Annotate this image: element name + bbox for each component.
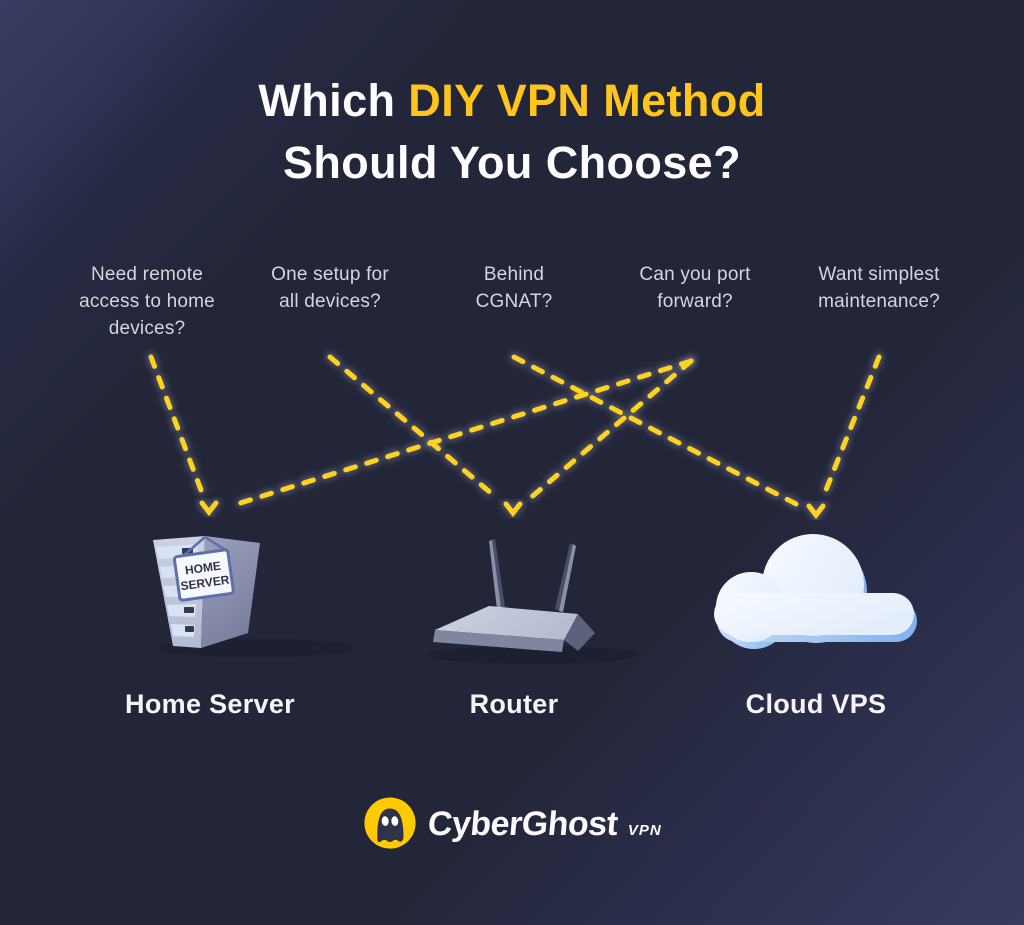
connector-dash-layer xyxy=(148,354,882,520)
router-shadow xyxy=(428,646,638,664)
connector-behind-cgnat-to-cloud-vps xyxy=(511,354,801,508)
arrowhead-home-server xyxy=(199,500,219,517)
page-title: Which DIY VPN Method Should You Choose? xyxy=(0,70,1024,194)
cloud-icon xyxy=(714,534,917,649)
connector-port-forward-to-router xyxy=(525,358,694,503)
arrowhead-router xyxy=(501,499,525,522)
question-need-remote-access: Need remote access to home devices? xyxy=(79,264,215,339)
question-one-setup: One setup for all devices? xyxy=(271,264,389,312)
router-antenna-left-highlight xyxy=(489,540,501,609)
router-icon xyxy=(428,539,638,664)
title-line1-highlight: DIY VPN Method xyxy=(408,75,766,126)
cloud-body xyxy=(714,534,914,642)
home-server-sign: HOME SERVER xyxy=(172,548,235,602)
question-port-forward: Can you port forward? xyxy=(639,264,751,312)
ghost-eyes xyxy=(381,816,399,826)
label-cloud-vps: Cloud VPS xyxy=(745,689,887,719)
title-line-2: Should You Choose? xyxy=(282,137,741,188)
router-front-face xyxy=(433,630,564,652)
router-side-face xyxy=(564,614,595,651)
logo-vpn-text: VPN xyxy=(627,822,662,839)
connector-simplest-maintenance-to-cloud-vps xyxy=(819,354,882,503)
arrowhead-cloud-vps xyxy=(804,501,828,524)
sign-text-line1: HOME xyxy=(184,559,222,578)
router-antenna-right-highlight xyxy=(559,544,576,612)
question-behind-cgnat: Behind CGNAT? xyxy=(475,264,553,312)
arrowhead-router xyxy=(503,501,523,518)
connector-glow-layer xyxy=(146,352,884,524)
arrowhead-home-server xyxy=(197,498,221,521)
title-line1-prefix: Which xyxy=(258,75,409,126)
connector-need-remote-access-to-home-server xyxy=(146,352,209,503)
home-server-icon: HOME SERVER xyxy=(153,535,356,657)
router-top-face xyxy=(435,606,578,640)
sign-text-line2: SERVER xyxy=(180,573,231,594)
label-home-server: Home Server xyxy=(125,689,295,719)
connector-one-setup-to-router xyxy=(327,354,501,502)
connector-simplest-maintenance-to-cloud-vps xyxy=(817,352,884,505)
cyberghost-ghost-icon xyxy=(364,797,416,849)
question-simplest-maintenance: Want simplest maintenance? xyxy=(818,264,940,312)
connector-one-setup-to-router xyxy=(325,352,503,504)
connector-port-forward-to-router xyxy=(523,356,696,505)
connector-behind-cgnat-to-cloud-vps xyxy=(509,352,803,510)
connector-port-forward-to-home-server xyxy=(228,358,694,509)
connector-need-remote-access-to-home-server xyxy=(148,354,207,501)
arrowhead-cloud-vps xyxy=(806,503,826,520)
cyberghost-logo: CyberGhost VPN xyxy=(0,795,1024,853)
logo-brand-text: CyberGhost xyxy=(426,805,620,843)
connector-port-forward-to-home-server xyxy=(226,356,696,511)
label-router: Router xyxy=(469,689,559,719)
title-line-1: Which DIY VPN Method xyxy=(0,70,1024,132)
